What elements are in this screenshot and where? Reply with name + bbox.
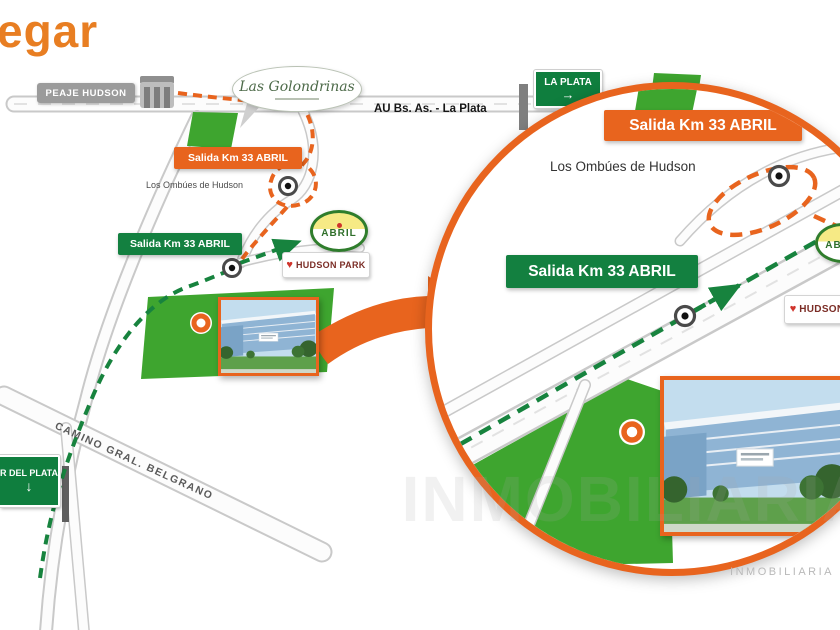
sign-mar-del-plata: R DEL PLATA ↓ <box>0 455 60 507</box>
pin-orange-exit <box>278 176 298 196</box>
pin-green-exit <box>222 258 242 278</box>
sign-post <box>62 466 69 522</box>
inset-route-orange-loop <box>706 164 818 238</box>
heart-icon: ♥ <box>286 258 293 271</box>
road-left-route <box>39 110 204 630</box>
inset-hudson-park-label: HUDSON PARK <box>799 304 840 315</box>
zoom-inset: Salida Km 33 ABRIL Los Ombúes de Hudson … <box>425 82 840 576</box>
label-ombues-main: Los Ombúes de Hudson <box>146 180 244 190</box>
golondrinas-tagline <box>275 97 319 100</box>
sign-hudson-park: ♥ HUDSON PARK <box>282 252 370 278</box>
inset-road-cross <box>506 379 591 569</box>
sign-las-golondrinas: Las Golondrinas <box>232 66 362 112</box>
mar-del-plata-label: R DEL PLATA <box>0 468 58 479</box>
la-plata-label: LA PLATA <box>544 77 592 88</box>
inset-route-green-arrow <box>692 283 742 313</box>
watermark-large: INMOBILIARIA <box>401 463 840 535</box>
hudson-park-label: HUDSON PARK <box>295 260 366 270</box>
abril-sun-icon <box>336 223 342 228</box>
abril-logo-badge: ABRIL <box>310 210 368 252</box>
inset-road-highway <box>432 228 840 487</box>
sign-salida-orange-main: Salida Km 33 ABRIL <box>174 147 302 169</box>
inset-road-service <box>432 184 840 426</box>
inset-sign-salida-orange: Salida Km 33 ABRIL <box>604 110 802 141</box>
route-green-arrow <box>239 238 302 265</box>
inset-map <box>432 89 840 569</box>
donut-marker <box>190 312 212 334</box>
inset-parcel-property <box>444 379 673 567</box>
toll-booth-icon <box>140 76 174 108</box>
road-exit-ramp <box>235 105 319 269</box>
photo-main <box>218 297 319 376</box>
watermark-text: INMOBILIARIA <box>730 566 834 578</box>
abril-label: ABRIL <box>321 228 357 239</box>
page-title-partial: egar <box>0 5 99 57</box>
overpass-bar <box>519 84 528 130</box>
building-photo <box>221 300 316 373</box>
photo-inset <box>660 376 840 536</box>
inset-abril-label: ABRIL <box>825 240 840 251</box>
right-arrow-icon: → <box>561 87 575 102</box>
golondrinas-label: Las Golondrinas <box>239 78 355 95</box>
inset-sign-salida-green: Salida Km 33 ABRIL <box>506 255 698 288</box>
road-camino-belgrano <box>0 385 333 563</box>
inset-pin-orange <box>767 164 791 188</box>
sign-salida-green-main: Salida Km 33 ABRIL <box>118 233 242 255</box>
inset-sign-hudson-park: ♥ HUDSON PARK <box>784 295 840 324</box>
inset-pin-green <box>673 304 697 328</box>
parcel-golondrinas <box>187 112 238 149</box>
inset-label-ombues: Los Ombúes de Hudson <box>550 159 696 174</box>
sign-peaje-hudson: PEAJE HUDSON <box>37 83 135 103</box>
highway-label: AU Bs. As. - La Plata <box>374 103 487 115</box>
inset-donut-marker <box>619 419 645 445</box>
inset-heart-icon: ♥ <box>789 303 797 315</box>
down-arrow-icon: ↓ <box>25 477 33 494</box>
inset-road-ramp <box>674 142 840 247</box>
